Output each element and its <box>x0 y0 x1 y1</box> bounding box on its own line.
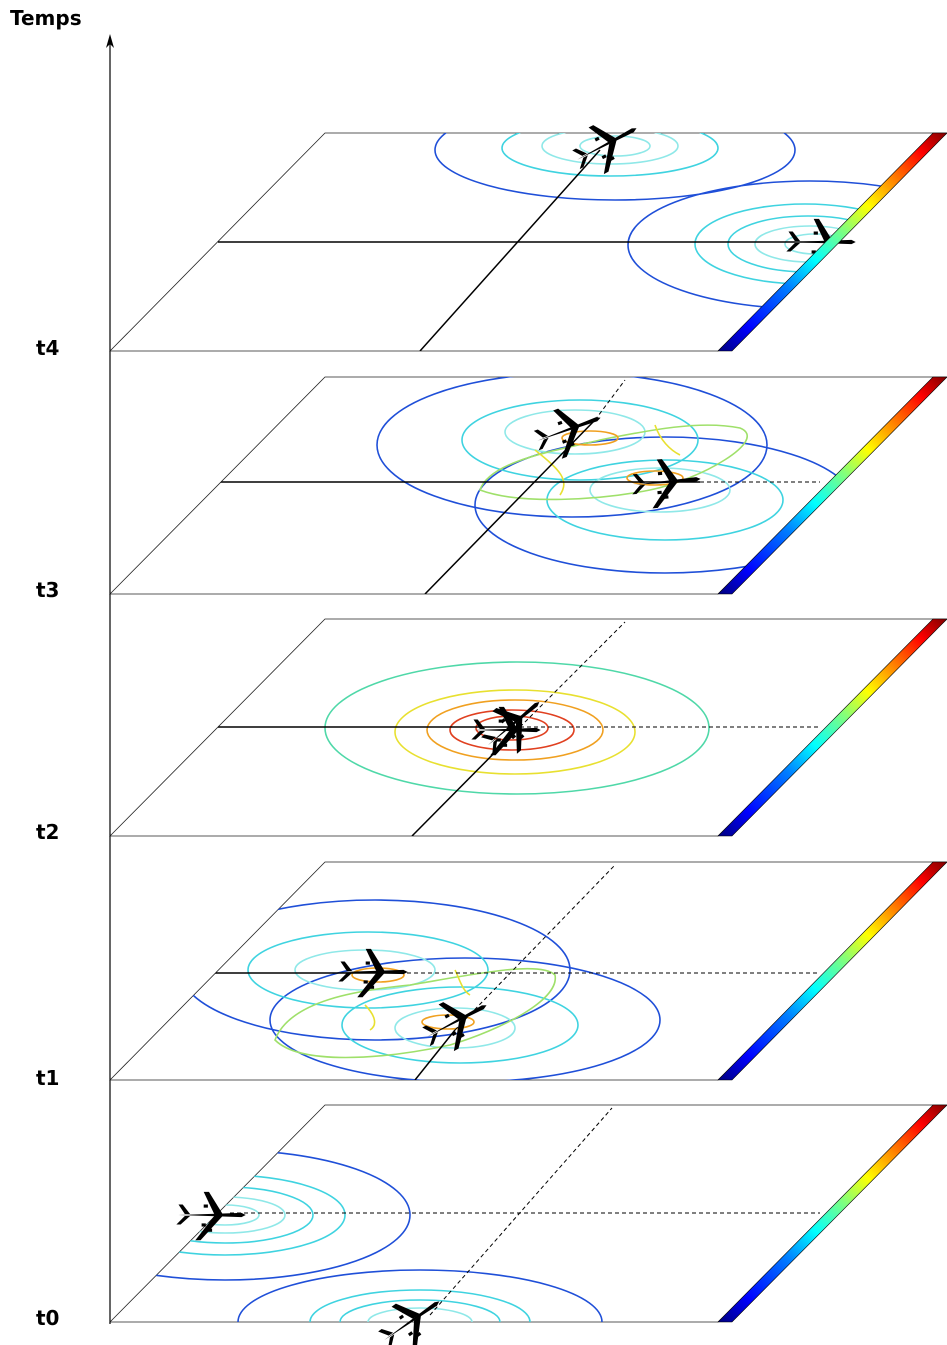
layer-t4 <box>109 107 947 352</box>
layer-t1 <box>109 861 947 1081</box>
colorbar <box>717 861 947 1081</box>
colorbar <box>717 1104 947 1323</box>
time-label-t1: t1 <box>36 1066 60 1090</box>
layer-t2 <box>109 618 947 837</box>
colorbar <box>717 132 947 352</box>
time-label-t0: t0 <box>36 1306 60 1330</box>
colorbar <box>717 376 947 595</box>
layer-t3 <box>109 376 947 595</box>
layer-t0 <box>109 1104 947 1345</box>
time-label-t3: t3 <box>36 578 60 602</box>
time-axis <box>106 34 114 1324</box>
axis-arrow-icon <box>106 34 114 48</box>
colorbar <box>717 618 947 837</box>
time-label-t4: t4 <box>36 336 60 360</box>
time-label-t2: t2 <box>36 820 60 844</box>
axis-title: Temps <box>10 6 82 30</box>
